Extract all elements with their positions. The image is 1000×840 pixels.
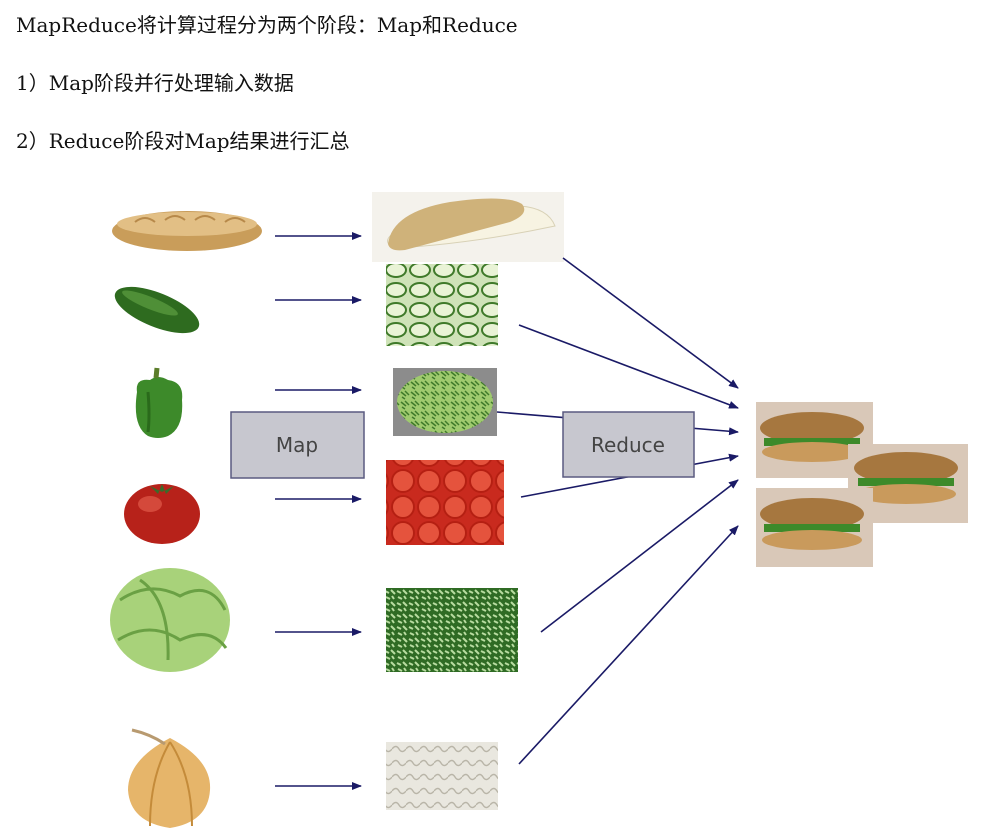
map-label: Map [276,433,318,457]
reduce-arrow-onion [518,525,739,765]
intro-line-3: 2）Reduce阶段对Map结果进行汇总 [16,129,350,153]
sliced-tomato-image [386,460,504,545]
sandwich-1 [756,402,873,478]
sliced-cucumber-image [386,264,498,346]
onion-image [128,728,211,828]
sliced-pepper-image [393,368,497,436]
reduce-arrow-lettuce [540,479,739,633]
sliced-onion-image [386,742,498,810]
bread-image [112,211,262,251]
reduce-box: Reduce [562,411,695,478]
reduce-arrow-bread [562,257,739,389]
reduce-arrows [496,257,739,765]
reduce-label: Reduce [591,433,665,457]
sandwich-image [756,402,968,567]
sliced-bread-image [372,192,564,262]
map-box: Map [230,411,365,479]
green-pepper-image [135,367,183,438]
shredded-lettuce-image [386,588,518,672]
lettuce-image [110,568,230,672]
sandwich-3 [756,488,873,567]
cucumber-image [114,286,200,334]
intro-line-2: 1）Map阶段并行处理输入数据 [16,71,294,95]
tomato-image [124,484,200,544]
intro-line-1: MapReduce将计算过程分为两个阶段：Map和Reduce [16,13,518,37]
reduce-arrow-cucumber [518,324,739,409]
map-arrows [275,232,362,790]
